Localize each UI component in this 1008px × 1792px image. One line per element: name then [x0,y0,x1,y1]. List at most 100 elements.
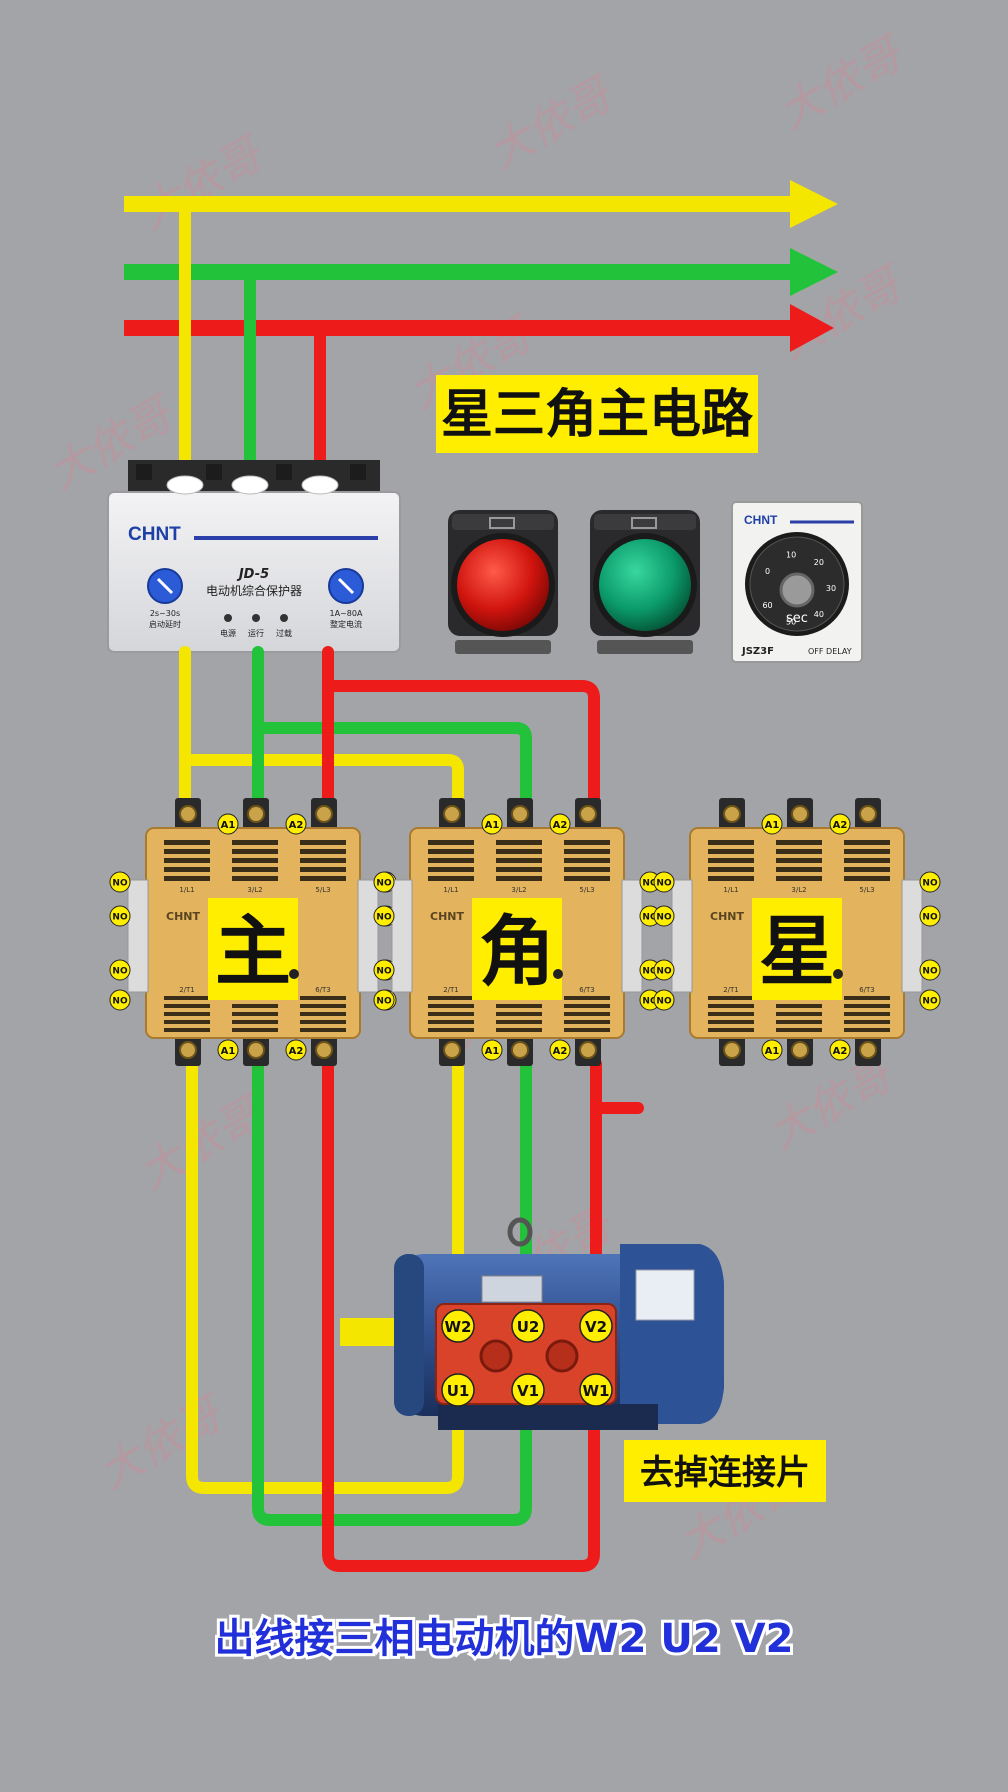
timer-scale-tick: 30 [826,584,836,593]
title-box: 星三角主电路 [436,375,758,453]
aux-no-label: NO [656,967,672,977]
motor-terminal-v1: V1 [517,1382,539,1400]
aux-no-label: NO [376,997,392,1007]
timer-dial[interactable] [779,572,815,608]
aux-no-label: NO [112,913,128,923]
upper-wires [179,646,600,806]
phase-label-top: 1/L1 [443,886,458,894]
coil-label: A1 [221,1046,236,1057]
motor-terminal-u1: U1 [447,1382,470,1400]
phase-label-top: 3/L2 [511,886,526,894]
protector-name: 电动机综合保护器 [206,583,302,598]
phase-label-bottom: 2/T1 [179,986,195,994]
aux-no-label: NO [656,879,672,889]
lamp-overload: 过载 [276,628,292,638]
timer-scale-tick: 20 [814,558,824,567]
contactor-brand: CHNT [430,910,464,923]
aux-no-label: NO [642,997,658,1007]
aux-no-label: NO [922,997,938,1007]
coil-label: A1 [485,1046,500,1057]
protector-brand: CHNT [128,524,181,545]
motor-terminal-v2: V2 [585,1318,607,1336]
phase-label-top: 5/L3 [859,886,874,894]
timer-scale-tick: 10 [786,551,796,560]
phase-label-bottom: 6/T3 [315,986,331,994]
aux-no-label: NO [642,967,658,977]
coil-label: A2 [289,820,304,831]
stop-button[interactable] [448,510,558,654]
coil-label: A1 [765,1046,780,1057]
aux-no-label: NO [642,913,658,923]
timer-scale-tick: 60 [762,601,772,610]
timer-unit: sec [786,611,808,626]
current-caption: 整定电流 [330,619,362,629]
contactor-0: 1/L12/T13/L24/T25/L36/T3CHNT主A1A2A1A2NON… [109,798,397,1066]
motor-terminal-u2: U2 [517,1318,540,1336]
bus-bars [124,180,838,352]
page-title: 星三角主电路 [441,385,754,445]
phase-label-top: 3/L2 [247,886,262,894]
feed-wires [179,198,326,492]
start-button[interactable] [590,510,700,654]
watermark-text: 大依哥 [760,1046,905,1159]
motor-terminal-w1: W1 [583,1382,610,1400]
phase-label-top: 5/L3 [579,886,594,894]
delay-caption: 启动延时 [149,619,181,629]
aux-no-label: NO [656,997,672,1007]
current-scale: 1A~80A [330,609,363,618]
contactor-label: 星 [759,907,835,996]
timer-mode: OFF DELAY [808,647,852,656]
timer-scale-tick: 0 [765,567,770,576]
coil-label: A2 [289,1046,304,1057]
coil-label: A2 [553,1046,568,1057]
coil-label: A2 [553,820,568,831]
contactor-brand: CHNT [710,910,744,923]
arrow-red [790,304,834,352]
motor-protector: CHNT JD-5 电动机综合保护器 2s~30s 启动延时 1A~80A 整定… [107,460,401,653]
phase-label-bottom: 2/T1 [443,986,459,994]
phase-label-top: 5/L3 [315,886,330,894]
aux-no-label: NO [112,879,128,889]
phase-label-top: 1/L1 [179,886,194,894]
phase-label-bottom: 6/T3 [859,986,875,994]
coil-label: A2 [833,820,848,831]
aux-no-label: NO [112,967,128,977]
timer-scale-tick: 40 [814,610,824,619]
arrow-yellow [790,180,838,228]
phase-label-bottom: 6/T3 [579,986,595,994]
coil-label: A1 [485,820,500,831]
aux-no-label: NO [922,879,938,889]
contactor-brand: CHNT [166,910,200,923]
aux-no-label: NO [642,879,658,889]
aux-no-label: NO [376,879,392,889]
lamp-run: 运行 [248,628,264,638]
aux-no-label: NO [922,967,938,977]
contactor-1: 1/L12/T13/L24/T25/L36/T3CHNT角A1A2A1A2NON… [373,798,661,1066]
watermark-text: 大依哥 [480,66,625,179]
protector-model: JD-5 [236,567,269,582]
contactor-2: 1/L12/T13/L24/T25/L36/T3CHNT星A1A2A1A2NON… [653,798,941,1066]
watermark-text: 大依哥 [130,126,275,239]
phase-label-top: 1/L1 [723,886,738,894]
contactor-label: 主 [215,907,291,996]
aux-no-label: NO [376,913,392,923]
arrow-green [790,248,838,296]
aux-no-label: NO [376,967,392,977]
watermark-text: 大依哥 [770,26,915,139]
note-box: 去掉连接片 [624,1440,826,1502]
contactor-label: 角 [479,907,555,996]
aux-no-label: NO [922,913,938,923]
note-text: 去掉连接片 [640,1453,810,1493]
aux-no-label: NO [656,913,672,923]
timer-brand: CHNT [744,513,778,527]
phase-label-bottom: 2/T1 [723,986,739,994]
coil-label: A2 [833,1046,848,1057]
lamp-power: 电源 [220,628,236,638]
aux-no-label: NO [112,997,128,1007]
motor-terminal-w2: W2 [445,1318,472,1336]
coil-label: A1 [221,820,236,831]
coil-label: A1 [765,820,780,831]
timer-scale-tick: 50 [786,617,796,626]
